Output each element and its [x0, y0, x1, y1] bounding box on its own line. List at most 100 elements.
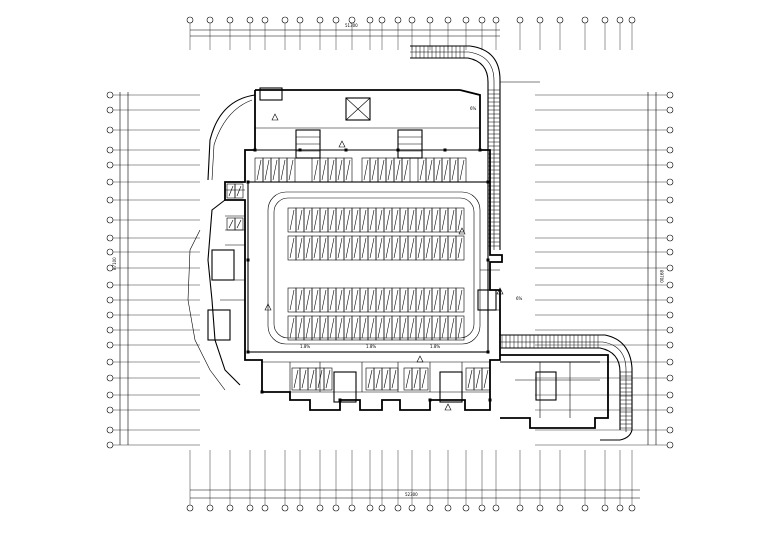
axis-bubble-left	[106, 374, 114, 382]
parking-stall-mark	[353, 237, 359, 259]
parking-stall-mark	[417, 209, 423, 231]
axis-bubble-top	[186, 16, 194, 24]
parking-stall-mark	[369, 289, 375, 311]
right-overall-dim: 89700	[659, 270, 664, 283]
parking-stall-mark	[457, 209, 463, 231]
axis-bubble-top	[462, 16, 470, 24]
parking-stall-mark	[409, 237, 415, 259]
parking-stall-mark	[228, 219, 234, 229]
parking-stall-mark	[329, 209, 335, 231]
parking-stall	[234, 183, 244, 199]
parking-stall-mark	[413, 369, 419, 389]
horizontal-axis-lines	[112, 94, 668, 446]
parking-stall	[343, 157, 353, 183]
parking-stall-mark	[337, 317, 343, 339]
parking-stall-mark	[345, 209, 351, 231]
section-markers	[264, 113, 504, 411]
parking-stall-mark	[337, 209, 343, 231]
axis-bubble-bottom	[366, 504, 374, 512]
axis-bubble-bottom	[316, 504, 324, 512]
axis-bubble-right	[666, 146, 674, 154]
structural-column	[396, 148, 400, 152]
axis-bubble-bottom	[426, 504, 434, 512]
axis-bubble-top	[408, 16, 416, 24]
axis-bubble-right	[666, 426, 674, 434]
structural-column	[338, 398, 342, 402]
parking-stall-mark	[409, 317, 415, 339]
axis-bubble-top	[378, 16, 386, 24]
section-marker-icon	[416, 355, 424, 363]
axis-bubble-right	[666, 341, 674, 349]
axis-bubble-left	[106, 311, 114, 319]
axis-bubble-left	[106, 248, 114, 256]
parking-stall-mark	[337, 237, 343, 259]
parking-stall-mark	[401, 317, 407, 339]
parking-stall-mark	[449, 289, 455, 311]
axis-bubble-left	[106, 406, 114, 414]
parking-stall-mark	[345, 289, 351, 311]
axis-bubble-bottom	[536, 504, 544, 512]
parking-stall-mark	[419, 159, 425, 181]
axis-bubble-top	[556, 16, 564, 24]
structural-column	[478, 148, 482, 152]
axis-bubble-top	[516, 16, 524, 24]
parking-stall-mark	[379, 159, 385, 181]
axis-bubble-bottom	[206, 504, 214, 512]
section-marker-icon	[338, 140, 346, 148]
parking-stall-mark	[377, 209, 383, 231]
parking-stall	[323, 367, 333, 391]
parking-stall-mark	[457, 289, 463, 311]
top-overall-dim: 51300	[345, 23, 358, 28]
section-marker-icon	[496, 287, 504, 295]
parking-stall-mark	[385, 209, 391, 231]
parking-stall-mark	[353, 317, 359, 339]
axis-bubble-right	[666, 178, 674, 186]
axis-bubble-top	[426, 16, 434, 24]
left-overall-dim: 87100	[112, 257, 117, 270]
axis-bubble-top	[394, 16, 402, 24]
axis-bubble-top	[492, 16, 500, 24]
parking-stall-mark	[329, 159, 335, 181]
parking-stall-mark	[449, 317, 455, 339]
parking-stall	[455, 235, 465, 261]
structural-column	[443, 148, 447, 152]
axis-bubbles	[106, 16, 674, 512]
parking-stall-mark	[387, 159, 393, 181]
parking-stall-mark	[425, 209, 431, 231]
parking-stall-mark	[435, 159, 441, 181]
axis-bubble-right	[666, 406, 674, 414]
parking-stall-mark	[427, 159, 433, 181]
parking-stall-mark	[228, 185, 234, 197]
axis-bubble-top	[628, 16, 636, 24]
parking-stall-mark	[289, 289, 295, 311]
drive-aisle	[267, 191, 481, 345]
axis-bubble-top	[616, 16, 624, 24]
axis-bubble-bottom	[492, 504, 500, 512]
axis-bubble-left	[106, 281, 114, 289]
parking-stall-mark	[449, 237, 455, 259]
axis-bubble-bottom	[261, 504, 269, 512]
axis-bubble-left	[106, 296, 114, 304]
parking-stall-mark	[371, 159, 377, 181]
parking-stall-mark	[313, 209, 319, 231]
parking-stall-mark	[449, 209, 455, 231]
parking-stall-mark	[236, 185, 242, 197]
parking-stall-mark	[451, 159, 457, 181]
axis-bubble-top	[332, 16, 340, 24]
parking-stall-mark	[395, 159, 401, 181]
structural-column	[260, 390, 264, 394]
parking-stall-mark	[345, 159, 351, 181]
parking-stall-mark	[457, 237, 463, 259]
axis-bubble-left	[106, 234, 114, 242]
parking-stall-mark	[297, 237, 303, 259]
parking-stall-mark	[361, 317, 367, 339]
structural-column	[344, 148, 348, 152]
axis-bubble-right	[666, 248, 674, 256]
parking-stall-mark	[321, 317, 327, 339]
axis-bubble-bottom	[462, 504, 470, 512]
axis-bubble-top	[261, 16, 269, 24]
parking-stall-mark	[353, 289, 359, 311]
parking-stall-mark	[337, 289, 343, 311]
parking-stall-mark	[475, 369, 481, 389]
